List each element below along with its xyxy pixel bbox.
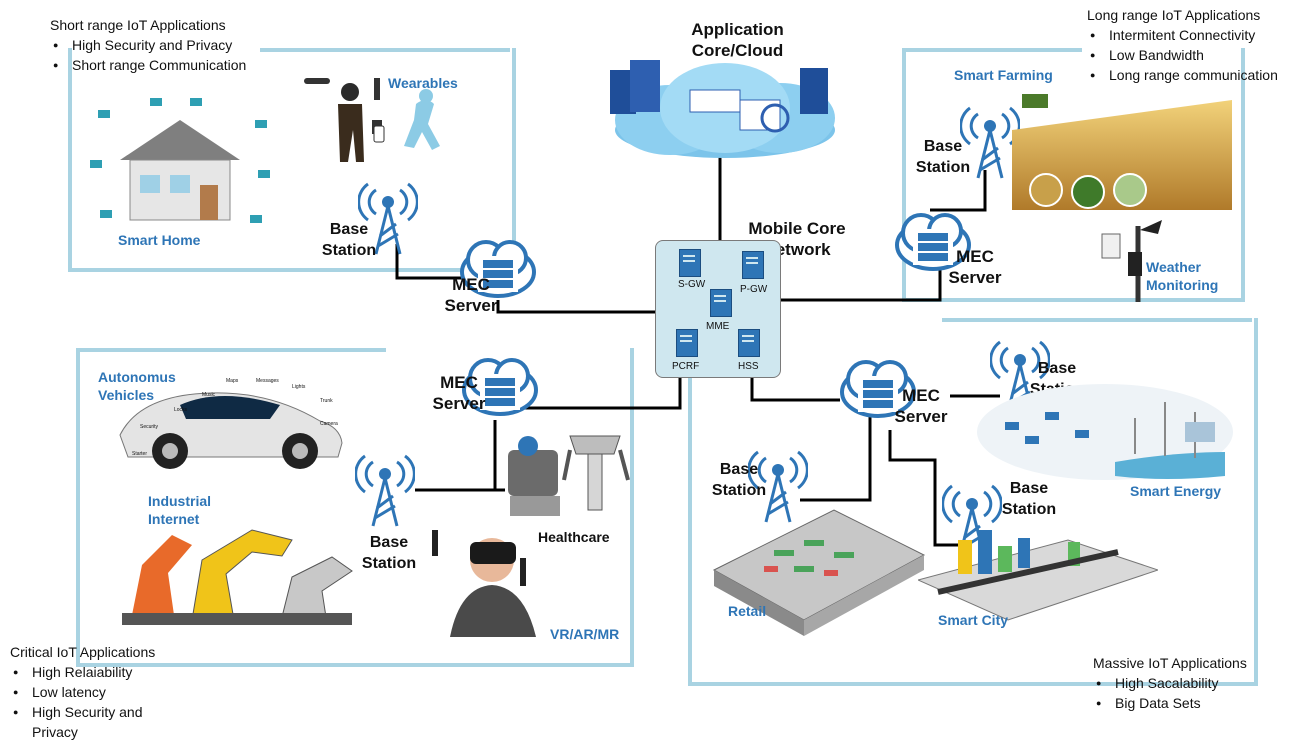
server-icon — [738, 329, 760, 357]
application-cloud — [600, 40, 850, 160]
base-station-label: Base Station — [361, 534, 417, 572]
mec-server-label: MEC Server — [432, 373, 486, 413]
core-node-hss: HSS — [738, 361, 759, 372]
group-long-range: Long range IoT Applications Intermitent … — [1087, 5, 1278, 85]
weather-station-illustration — [1101, 220, 1162, 302]
car-feature-messages: Messages — [256, 378, 279, 384]
group-bullet: Low Bandwidth — [1090, 45, 1278, 65]
group-bullet: High Sacalability — [1096, 673, 1247, 693]
base-station-label: Base Station — [711, 461, 767, 499]
app-smart-energy: Smart Energy — [1130, 483, 1222, 499]
group-bullet: Short range Communication — [53, 55, 246, 75]
group-short-range: Short range IoT Applications High Securi… — [50, 15, 246, 75]
smart-home-illustration — [90, 98, 270, 223]
link-mec-bs-retail — [800, 410, 872, 502]
link-mec-nw-core — [496, 300, 655, 314]
cloud-title: Application Core/Cloud — [691, 20, 784, 60]
app-healthcare: Healthcare — [538, 529, 610, 545]
bracket-massive — [688, 318, 1258, 686]
app-industrial-internet: Industrial Internet — [148, 493, 212, 527]
group-bullet: Low latency — [13, 682, 170, 702]
mec-server-icon — [462, 358, 538, 416]
app-vr-ar-mr: VR/AR/MR — [550, 626, 620, 642]
core-node-mme: MME — [706, 321, 730, 332]
bracket-short-range — [68, 48, 516, 272]
core-node-sgw: S-GW — [678, 279, 706, 290]
mec-server-label: MEC Server — [948, 247, 1002, 287]
cloud-icon — [610, 60, 835, 158]
link-core-mec-se — [750, 376, 840, 402]
bracket-critical-top — [76, 348, 386, 352]
server-icon — [679, 249, 701, 277]
group-bullet: High Security and Privacy — [13, 702, 170, 742]
car-feature-starter: Starter — [132, 451, 148, 457]
group-critical: Critical IoT Applications High Relaiabil… — [10, 642, 170, 742]
mec-server-icon — [840, 360, 916, 418]
link-mec-bs-critical — [415, 420, 497, 492]
mobile-core-network: S-GW P-GW MME PCRF HSS — [655, 240, 781, 378]
bracket-long-range-top — [902, 48, 1082, 52]
vr-user-illustration — [432, 530, 536, 637]
wearables-illustration — [304, 78, 440, 162]
core-node-pgw: P-GW — [740, 284, 768, 295]
base-station-icon — [355, 454, 415, 527]
app-smart-home: Smart Home — [118, 232, 201, 248]
link-core-mec-sw — [520, 376, 682, 410]
healthcare-robot-illustration — [508, 435, 630, 516]
server-icon — [676, 329, 698, 357]
car-feature-locks: Locks — [174, 407, 188, 413]
bracket-long-range — [902, 48, 1245, 302]
link-mec-bs-city — [888, 430, 965, 547]
group-heading: Critical IoT Applications — [10, 644, 156, 660]
bracket-massive-top — [942, 318, 1252, 322]
smart-city-illustration — [918, 530, 1158, 621]
retail-store-illustration — [712, 509, 926, 636]
core-node-pcrf: PCRF — [672, 361, 700, 372]
app-retail: Retail — [728, 603, 767, 619]
group-heading: Long range IoT Applications — [1087, 7, 1261, 23]
group-bullet: Intermitent Connectivity — [1090, 25, 1278, 45]
link-mec-bs-farm — [930, 170, 987, 212]
car-feature-music: Music — [202, 392, 216, 398]
group-bullet: Big Data Sets — [1096, 693, 1247, 713]
bracket-critical — [76, 348, 634, 667]
base-station-label: Base Station — [915, 138, 971, 176]
bracket-short-range-top — [260, 48, 510, 52]
base-station-label: Base Station — [1001, 480, 1057, 518]
smart-energy-illustration — [977, 384, 1233, 480]
link-core-mec-ne — [779, 270, 942, 302]
group-massive: Massive IoT Applications High Sacalabili… — [1093, 653, 1247, 713]
mec-server-label: MEC Server — [444, 275, 498, 315]
base-station-icon — [942, 484, 1002, 557]
group-heading: Massive IoT Applications — [1093, 655, 1247, 671]
base-station-icon — [960, 106, 1020, 179]
base-station-icon — [748, 450, 808, 523]
app-smart-farming: Smart Farming — [954, 67, 1053, 83]
group-bullet: High Relaiability — [13, 662, 170, 682]
base-station-label: Base Station — [321, 221, 377, 259]
autonomous-vehicle-illustration — [119, 392, 343, 469]
app-smart-city: Smart City — [938, 612, 1009, 628]
mec-server-icon — [460, 240, 536, 298]
car-feature-maps: Maps — [226, 378, 239, 384]
app-wearables: Wearables — [388, 75, 458, 91]
server-icon — [742, 251, 764, 279]
link-bs-home-mec — [395, 244, 470, 280]
car-feature-security: Security — [140, 424, 159, 430]
car-feature-camera: Camera — [320, 421, 338, 427]
smart-farming-illustration — [1012, 94, 1232, 210]
mec-server-icon — [895, 213, 971, 271]
group-bullet: High Security and Privacy — [53, 35, 246, 55]
app-weather-monitoring: Weather Monitoring — [1146, 259, 1219, 293]
group-bullet: Long range communication — [1090, 65, 1278, 85]
mec-server-label: MEC Server — [894, 386, 948, 426]
server-icon — [710, 289, 732, 317]
car-feature-lights: Lights — [292, 384, 306, 390]
car-feature-trunk: Trunk — [320, 398, 333, 404]
group-heading: Short range IoT Applications — [50, 17, 226, 33]
base-station-icon — [358, 182, 418, 255]
app-autonomous-vehicles: Autonomus Vehicles — [98, 369, 176, 403]
industrial-robot-illustration — [122, 529, 353, 625]
